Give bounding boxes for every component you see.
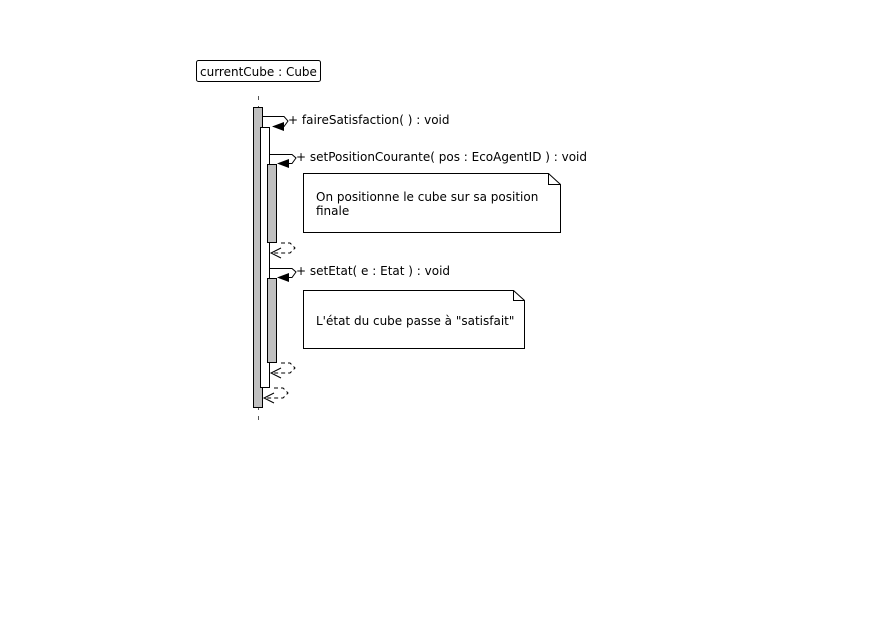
activation-bar-setPositionCourante <box>267 164 277 243</box>
message-label: + setEtat( e : Etat ) : void <box>296 264 450 278</box>
lifeline-label: currentCube : Cube <box>200 65 317 79</box>
message-faireSatisfaction[interactable]: + faireSatisfaction( ) : void <box>262 113 450 131</box>
note-line: On positionne le cube sur sa position <box>316 190 538 204</box>
return-setEtat <box>269 362 296 379</box>
note-position: On positionne le cube sur sa position fi… <box>303 173 561 233</box>
message-label: + faireSatisfaction( ) : void <box>288 113 450 127</box>
activation-bar-faireSatisfaction <box>260 127 270 388</box>
return-faireSatisfaction <box>262 387 289 404</box>
message-setPositionCourante[interactable]: + setPositionCourante( pos : EcoAgentID … <box>269 150 588 168</box>
note-etat: L'état du cube passe à "satisfait" <box>303 290 525 349</box>
return-setPositionCourante <box>269 242 296 259</box>
message-setEtat[interactable]: + setEtat( e : Etat ) : void <box>269 264 451 282</box>
note-line: L'état du cube passe à "satisfait" <box>316 314 514 328</box>
lifeline-header[interactable]: currentCube : Cube <box>196 60 321 82</box>
activation-bar-setEtat <box>267 278 277 363</box>
message-label: + setPositionCourante( pos : EcoAgentID … <box>296 150 587 164</box>
note-line: finale <box>316 204 349 218</box>
